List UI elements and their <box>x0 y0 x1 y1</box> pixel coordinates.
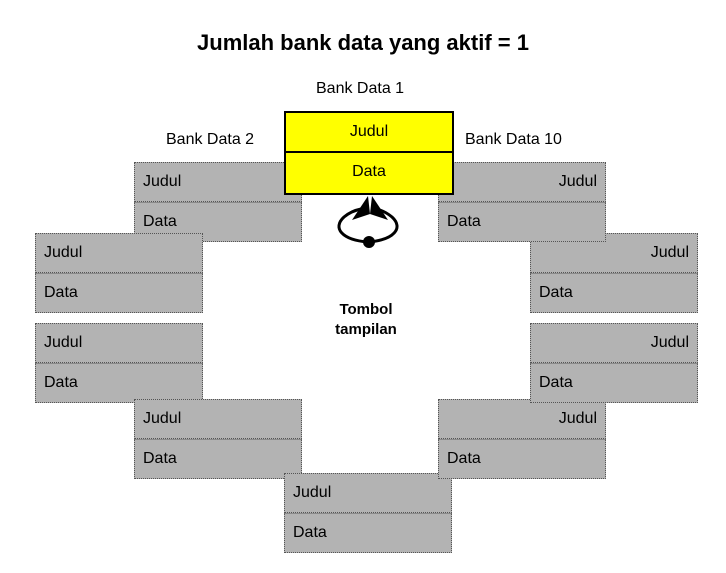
bank-card-2: Judul Data <box>134 162 302 242</box>
bank-data: Data <box>438 439 606 479</box>
bank-card-7: Judul Data <box>438 399 606 479</box>
bank-judul: Judul <box>284 473 452 513</box>
bank-card-4: Judul Data <box>35 323 203 403</box>
label-bank-data-10: Bank Data 10 <box>465 131 562 148</box>
display-button-line2: tampilan <box>335 321 397 338</box>
display-button-label: Tombol tampilan <box>300 300 432 340</box>
bank-card-9: Judul Data <box>530 233 698 313</box>
bank-judul: Judul <box>134 399 302 439</box>
bank-data: Data <box>134 439 302 479</box>
rotate-cycle-icon <box>337 196 399 248</box>
active-bank-data: Data <box>284 153 454 195</box>
bank-judul: Judul <box>438 162 606 202</box>
bank-data: Data <box>35 273 203 313</box>
bank-judul: Judul <box>35 233 203 273</box>
bank-judul: Judul <box>438 399 606 439</box>
bank-data: Data <box>35 363 203 403</box>
bank-judul: Judul <box>530 323 698 363</box>
label-bank-data-2: Bank Data 2 <box>166 131 255 148</box>
bank-data: Data <box>530 273 698 313</box>
bank-judul: Judul <box>35 323 203 363</box>
bank-card-10: Judul Data <box>438 162 606 242</box>
bank-card-8: Judul Data <box>530 323 698 403</box>
bank-card-1-active: Judul Data <box>284 111 454 195</box>
display-button-line1: Tombol <box>339 301 393 318</box>
bank-card-6: Judul Data <box>284 473 452 553</box>
bank-data: Data <box>284 513 452 553</box>
bank-card-5: Judul Data <box>134 399 302 479</box>
bank-data: Data <box>530 363 698 403</box>
label-bank-data-1: Bank Data 1 <box>316 80 405 97</box>
active-bank-judul: Judul <box>284 111 454 153</box>
bank-judul: Judul <box>134 162 302 202</box>
diagram-title: Jumlah bank data yang aktif = 1 <box>197 30 529 55</box>
bank-card-3: Judul Data <box>35 233 203 313</box>
bank-data: Data <box>438 202 606 242</box>
